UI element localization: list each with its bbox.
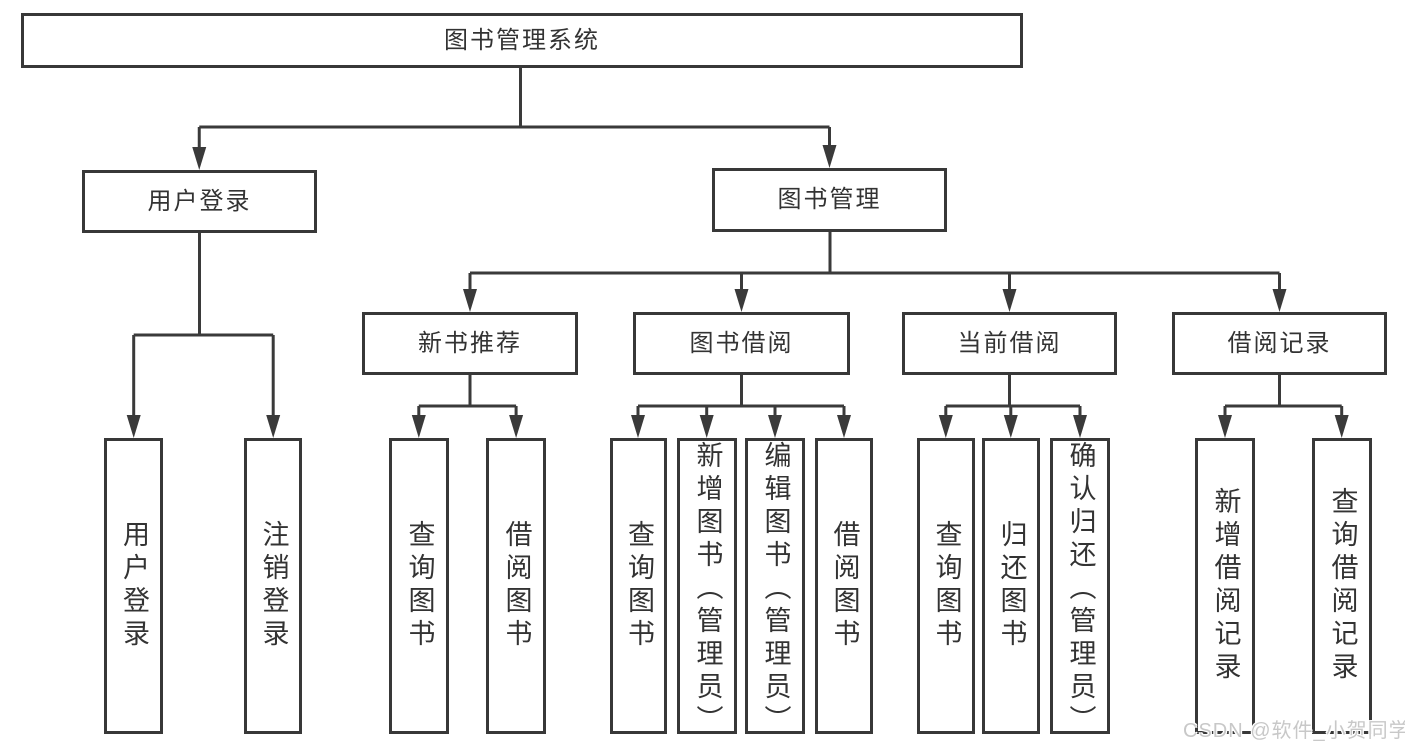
leaf-label: 归还图书 bbox=[996, 520, 1027, 652]
leaf-label: 查询图书 bbox=[404, 520, 435, 652]
node-borrowing-records: 借阅记录 bbox=[1172, 312, 1387, 375]
leaf-user-login: 用户登录 bbox=[104, 438, 163, 734]
leaf-borrow-books: 借阅图书 bbox=[815, 438, 873, 734]
leaf-label: 查询图书 bbox=[624, 520, 654, 652]
leaf-label: 新增借阅记录 bbox=[1210, 487, 1241, 685]
leaf-add-books-admin: 新增图书（管理员） bbox=[677, 438, 737, 738]
node-current-borrowing: 当前借阅 bbox=[902, 312, 1117, 375]
leaf-label: 借阅图书 bbox=[829, 520, 860, 652]
node-book-borrowing: 图书借阅 bbox=[633, 312, 850, 375]
leaf-query-books-recommend: 查询图书 bbox=[389, 438, 449, 734]
leaf-label: 注销登录 bbox=[258, 520, 289, 652]
leaf-query-books-current: 查询图书 bbox=[917, 438, 975, 734]
node-user-login: 用户登录 bbox=[82, 170, 317, 233]
leaf-edit-books-admin: 编辑图书（管理员） bbox=[745, 438, 805, 738]
leaf-return-books: 归还图书 bbox=[982, 438, 1040, 734]
leaf-label: 编辑图书（管理员） bbox=[760, 441, 791, 738]
leaf-logout: 注销登录 bbox=[244, 438, 302, 734]
node-new-book-recommendation: 新书推荐 bbox=[362, 312, 578, 375]
leaf-label: 借阅图书 bbox=[501, 520, 532, 652]
node-root-library-system: 图书管理系统 bbox=[21, 13, 1023, 68]
leaf-add-borrow-record: 新增借阅记录 bbox=[1195, 438, 1255, 734]
watermark: CSDN @软件_小贺同学 bbox=[1183, 720, 1405, 742]
leaf-label: 查询图书 bbox=[931, 520, 962, 652]
leaf-label: 查询借阅记录 bbox=[1327, 487, 1358, 685]
leaf-query-books: 查询图书 bbox=[610, 438, 667, 734]
node-book-management: 图书管理 bbox=[712, 168, 947, 232]
leaf-query-borrow-record: 查询借阅记录 bbox=[1312, 438, 1372, 734]
leaf-label: 确认归还（管理员） bbox=[1065, 441, 1096, 738]
leaf-label: 用户登录 bbox=[119, 520, 149, 652]
leaf-borrow-books-recommend: 借阅图书 bbox=[486, 438, 546, 734]
leaf-label: 新增图书（管理员） bbox=[692, 441, 723, 738]
leaf-confirm-return-admin: 确认归还（管理员） bbox=[1050, 438, 1110, 738]
